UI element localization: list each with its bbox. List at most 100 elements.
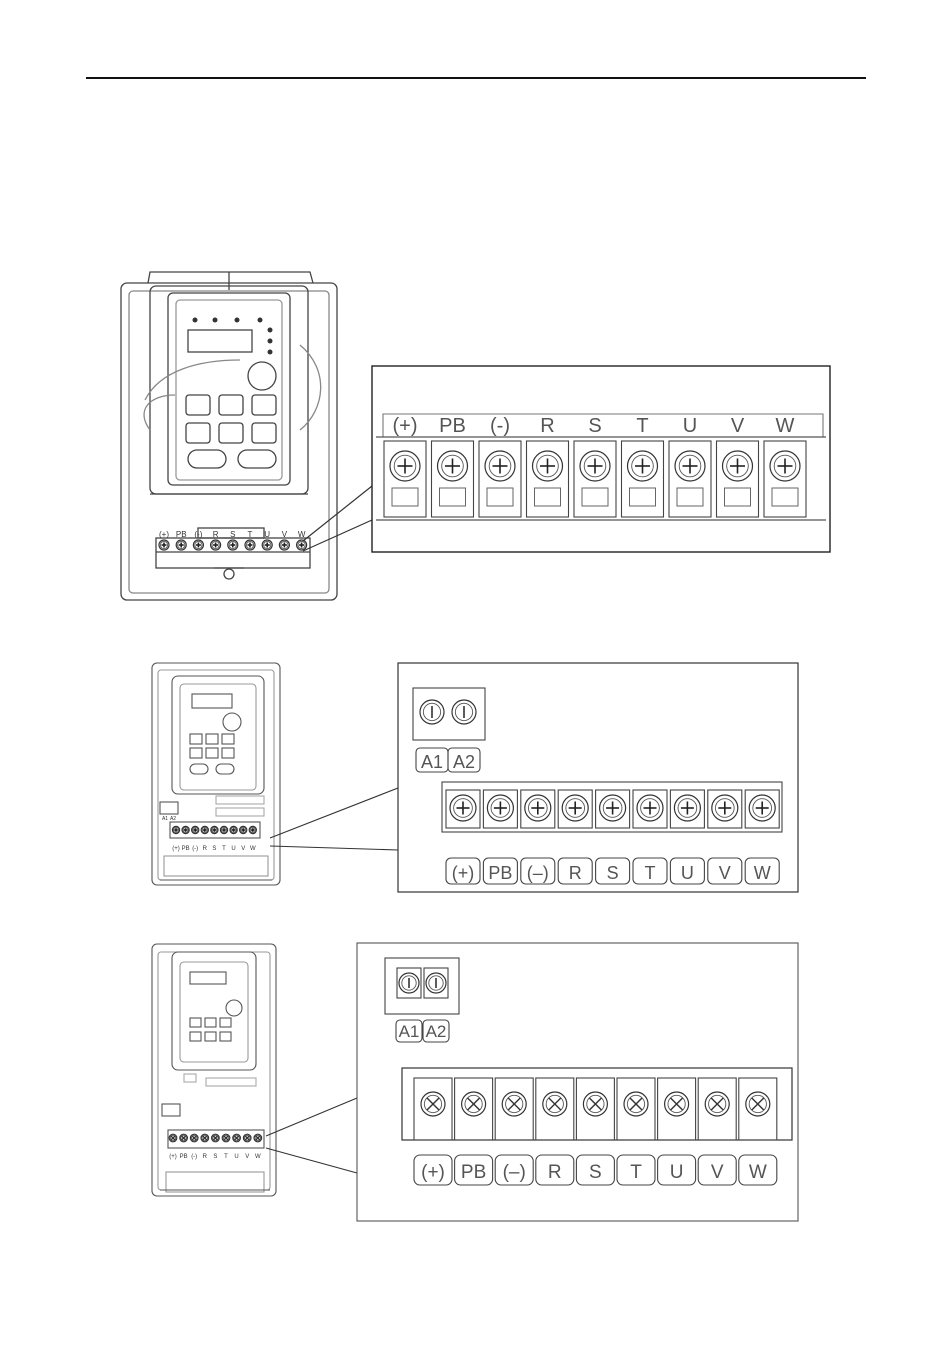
control-terminal-label: A1 xyxy=(421,752,443,772)
small-terminal-label: (-) xyxy=(192,846,198,852)
small-terminal-label: W xyxy=(250,846,256,852)
small-terminal-screw-icon xyxy=(201,826,208,833)
leader-lines-2 xyxy=(270,788,398,850)
terminal-label: (+) xyxy=(452,863,475,883)
small-terminal-label: S xyxy=(230,530,235,539)
terminal-screw-icon xyxy=(562,795,588,821)
terminal-cell xyxy=(717,441,759,517)
terminal-label: T xyxy=(630,1162,642,1183)
terminal-cell xyxy=(658,1078,696,1140)
small-terminal-label: W xyxy=(255,1154,261,1160)
terminal-screw-icon xyxy=(746,1092,770,1116)
terminal-cell xyxy=(617,1078,655,1140)
terminal-cell xyxy=(414,1078,452,1140)
terminal-label: S xyxy=(607,863,619,883)
small-terminal-screw-icon xyxy=(240,826,247,833)
terminal-cell xyxy=(527,441,569,517)
small-terminal-screw-icon xyxy=(230,826,237,833)
small-terminal-screw-icon xyxy=(169,1134,177,1142)
small-terminal-label: T xyxy=(224,1154,228,1160)
terminal-label: R xyxy=(548,1162,562,1183)
terminal-cell xyxy=(633,790,667,828)
small-terminal-screw-icon xyxy=(220,826,227,833)
terminal-screw-icon xyxy=(487,795,513,821)
terminal-cell xyxy=(596,790,630,828)
small-terminal-screw-icon xyxy=(297,540,307,550)
terminal-label: R xyxy=(569,863,582,883)
small-terminal-screw-icon xyxy=(180,1134,188,1142)
terminal-screw-icon xyxy=(712,795,738,821)
small-terminal-label: (+) xyxy=(169,1154,177,1160)
terminal-label: PB xyxy=(461,1162,486,1183)
terminal-screw-icon xyxy=(533,451,563,481)
terminal-label: T xyxy=(645,863,656,883)
small-terminal-screw-icon xyxy=(176,540,186,550)
terminal-label: (–) xyxy=(503,1162,526,1183)
small-terminal-screw-icon xyxy=(249,826,256,833)
terminal-screw-icon xyxy=(770,451,800,481)
terminal-screw-icon xyxy=(600,795,626,821)
terminal-cell xyxy=(384,441,426,517)
terminal-label: PB xyxy=(439,415,466,437)
small-terminal-screw-icon xyxy=(245,540,255,550)
terminal-label: R xyxy=(540,415,554,437)
terminal-label: S xyxy=(588,415,601,437)
small-terminal-label: V xyxy=(245,1154,249,1160)
small-terminal-label: PB xyxy=(182,846,190,852)
terminal-screw-icon xyxy=(421,1092,445,1116)
leader-lines-3 xyxy=(266,1098,357,1173)
terminal-cell xyxy=(576,1078,614,1140)
small-terminal-label: T xyxy=(222,846,226,852)
small-terminal-label: V xyxy=(241,846,245,852)
terminal-cell xyxy=(670,790,704,828)
small-terminal-label: V xyxy=(282,530,288,539)
terminal-label: V xyxy=(731,415,745,437)
terminal-screw-icon xyxy=(675,451,705,481)
small-terminal-screw-icon xyxy=(192,826,199,833)
terminal-screw-icon xyxy=(723,451,753,481)
control-screw-icon xyxy=(399,973,419,993)
terminal-screw-icon xyxy=(525,795,551,821)
small-terminal-screw-icon xyxy=(201,1134,209,1142)
terminal-screw-icon xyxy=(749,795,775,821)
terminal-screw-icon xyxy=(438,451,468,481)
small-control-label: A2 xyxy=(170,816,176,822)
terminal-label: V xyxy=(711,1162,724,1183)
terminal-cell xyxy=(536,1078,574,1140)
small-terminal-label: (-) xyxy=(194,530,202,539)
terminal-label: (–) xyxy=(527,863,549,883)
small-terminal-label: S xyxy=(212,846,216,852)
small-terminal-screw-icon xyxy=(211,540,221,550)
terminal-screw-icon xyxy=(462,1092,486,1116)
terminal-cell xyxy=(483,790,517,828)
terminal-label: T xyxy=(636,415,648,437)
small-terminal-label: PB xyxy=(180,1154,188,1160)
terminal-cell xyxy=(739,1078,777,1140)
terminal-label: W xyxy=(754,863,771,883)
terminal-screw-icon xyxy=(502,1092,526,1116)
terminal-cell xyxy=(432,441,474,517)
terminal-label: (+) xyxy=(393,415,418,437)
small-terminal-label: U xyxy=(231,846,235,852)
small-terminal-screw-icon xyxy=(233,1134,241,1142)
control-screw-icon xyxy=(420,700,444,724)
small-control-label: A1 xyxy=(162,816,168,822)
terminal-cell xyxy=(622,441,664,517)
small-terminal-screw-icon xyxy=(279,540,289,550)
terminal-screw-icon xyxy=(543,1092,567,1116)
terminal-label: S xyxy=(589,1162,602,1183)
terminal-screw-icon xyxy=(705,1092,729,1116)
small-terminal-screw-icon xyxy=(254,1134,262,1142)
terminal-label: U xyxy=(681,863,694,883)
terminal-cell xyxy=(574,441,616,517)
control-terminal-label: A2 xyxy=(426,1022,447,1041)
terminal-label: W xyxy=(776,415,795,437)
terminal-cell xyxy=(698,1078,736,1140)
terminal-screw-icon xyxy=(637,795,663,821)
small-terminal-screw-icon xyxy=(228,540,238,550)
terminal-cell xyxy=(558,790,592,828)
terminal-screw-icon xyxy=(580,451,610,481)
terminal-screw-icon xyxy=(450,795,476,821)
